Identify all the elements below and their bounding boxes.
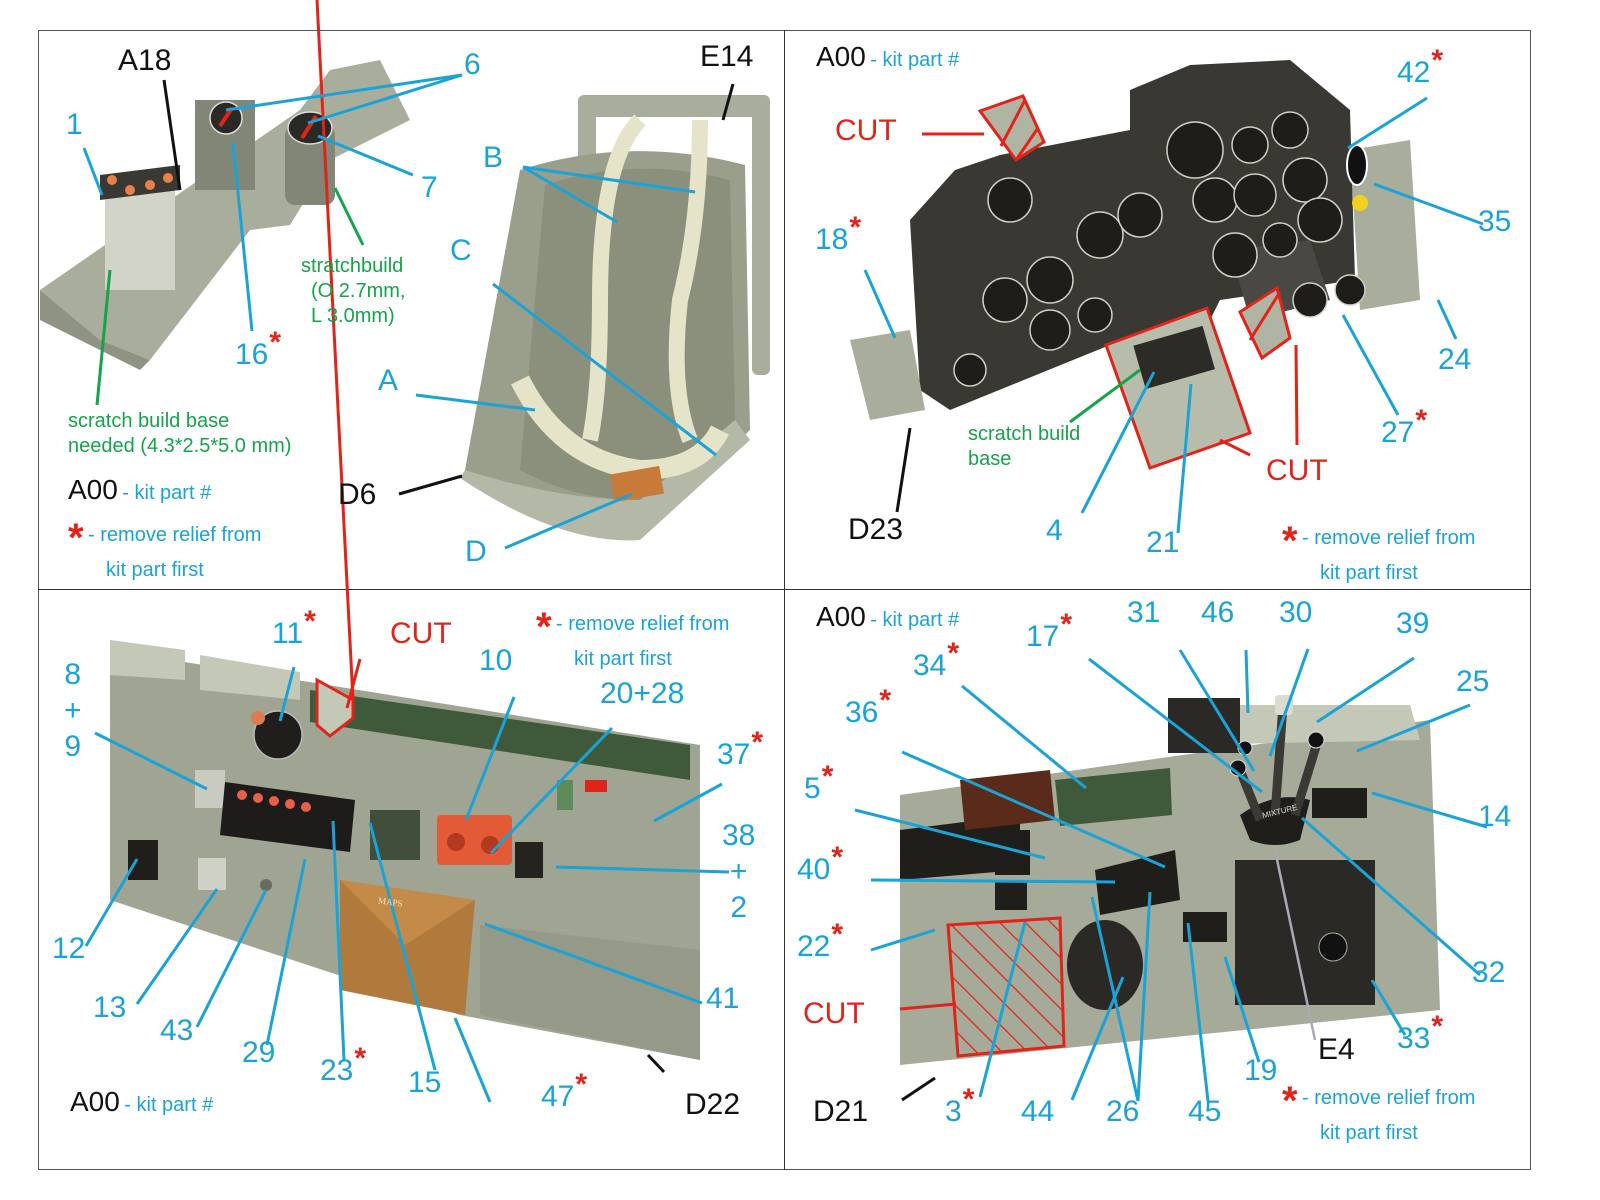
note-scratch-build-base-panel: scratch build base: [968, 423, 1081, 470]
gauge-block-16: [195, 100, 255, 190]
label-part-42: 42*: [1397, 44, 1444, 89]
label-part-22: 22*: [797, 918, 844, 963]
label-part-d: D: [465, 535, 487, 568]
part-35-ball: [1346, 144, 1368, 186]
label-part-5: 5*: [804, 760, 834, 805]
label-part-30: 30: [1279, 596, 1313, 629]
label-part-7: 7: [421, 171, 438, 204]
label-part-39: 39: [1396, 607, 1430, 640]
gauge-cluster: [953, 111, 1366, 387]
label-part-15: 15: [408, 1066, 442, 1099]
label-kit-a18: A18: [118, 44, 172, 77]
legend-kit-part-bottom-left: A00 - kit part #: [70, 1086, 214, 1117]
label-cut-base: CUT: [1266, 454, 1328, 487]
legend-remove-relief-bottom-right: * - remove relief from kit part first: [1282, 1079, 1476, 1144]
label-kit-d21: D21: [813, 1095, 869, 1128]
label-part-21: 21: [1146, 526, 1180, 559]
label-cut-bottom-left: CUT: [390, 617, 452, 650]
horizontal-divider: [38, 589, 1531, 590]
label-part-41: 41: [706, 982, 740, 1015]
leader-lines-blue: [82, 73, 1488, 1103]
note-stratchbuild: stratchbuild (O 2.7mm, L 3.0mm): [301, 255, 406, 327]
label-part-24: 24: [1438, 343, 1472, 376]
vertical-divider: [784, 30, 785, 1170]
legend-kit-part-top-right: A00 - kit part #: [816, 41, 960, 72]
leader-lines-red: [345, 132, 1299, 1011]
label-parts-38-2: 38 + 2: [722, 819, 756, 924]
label-part-34: 34*: [913, 637, 960, 682]
cut-marker-bottom-left: [315, 0, 355, 738]
label-part-37: 37*: [717, 726, 764, 771]
label-kit-e14: E14: [700, 40, 754, 73]
label-part-32: 32: [1472, 956, 1506, 989]
label-part-45: 45: [1188, 1095, 1222, 1128]
label-part-47: 47*: [541, 1068, 588, 1113]
legend-remove-relief-top-left: * - remove relief from kit part first: [68, 516, 262, 581]
leader-lines-green: [95, 187, 1141, 424]
label-part-b: B: [483, 141, 504, 174]
label-kit-d22: D22: [685, 1088, 741, 1121]
note-scratch-build-base: scratch build base needed (4.3*2.5*5.0 m…: [68, 410, 292, 457]
cut-marker-bottom-right: [946, 916, 1066, 1058]
label-part-1: 1: [66, 108, 83, 141]
legend-remove-relief-bottom-left: * - remove relief from kit part first: [536, 605, 730, 670]
label-part-19: 19: [1244, 1054, 1278, 1087]
label-part-3: 3*: [945, 1083, 975, 1128]
legend-kit-part-top-left: A00 - kit part #: [68, 474, 212, 505]
yellow-knob: [1352, 195, 1368, 211]
label-part-16: 16*: [235, 326, 282, 371]
label-part-a: A: [378, 364, 399, 397]
label-parts-8-9: 8 + 9: [64, 658, 82, 763]
label-part-4: 4: [1046, 514, 1063, 547]
label-part-23: 23*: [320, 1042, 367, 1087]
label-part-c: C: [450, 234, 472, 267]
label-part-10: 10: [479, 644, 513, 677]
label-part-25: 25: [1456, 665, 1490, 698]
label-part-26: 26: [1106, 1095, 1140, 1128]
label-kit-e4: E4: [1318, 1033, 1355, 1066]
label-part-33: 33*: [1397, 1010, 1444, 1055]
cut-marker-top: [977, 94, 1046, 163]
label-kit-d6: D6: [338, 478, 377, 511]
label-part-44: 44: [1021, 1095, 1055, 1128]
label-parts-20-28: 20+28: [600, 677, 685, 710]
console-components: [128, 710, 607, 1015]
label-part-46: 46: [1201, 596, 1235, 629]
label-part-18: 18*: [815, 211, 862, 256]
label-cut-top: CUT: [835, 114, 897, 147]
leader-e4: [1273, 849, 1317, 1041]
legend-remove-relief-top-right: * - remove relief from kit part first: [1282, 519, 1476, 584]
label-part-27: 27*: [1381, 404, 1428, 449]
label-cut-bottom-right: CUT: [803, 997, 865, 1030]
label-part-40: 40*: [797, 841, 844, 886]
harness-straps: [511, 114, 729, 503]
label-part-36: 36*: [845, 684, 892, 729]
label-part-31: 31: [1127, 596, 1161, 629]
label-part-29: 29: [242, 1036, 276, 1069]
cut-marker-right: [1238, 285, 1292, 361]
label-part-13: 13: [93, 991, 127, 1024]
label-part-17: 17*: [1026, 608, 1073, 653]
label-part-43: 43: [160, 1014, 194, 1047]
box-part-1: [100, 165, 180, 290]
label-part-12: 12: [52, 932, 86, 965]
label-kit-d23: D23: [848, 513, 904, 546]
label-part-11: 11*: [272, 605, 316, 650]
label-part-6: 6: [464, 48, 481, 81]
label-part-14: 14: [1478, 800, 1512, 833]
label-part-35: 35: [1478, 205, 1512, 238]
legend-kit-part-bottom-right: A00 - kit part #: [816, 601, 960, 632]
leader-lines-black: [162, 79, 936, 1102]
